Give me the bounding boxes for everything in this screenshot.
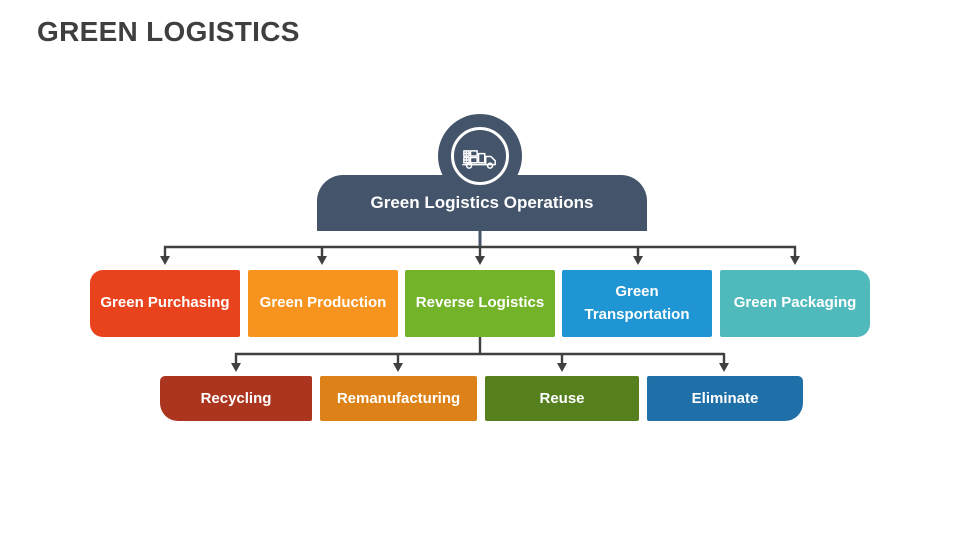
- node-label: Remanufacturing: [336, 390, 461, 407]
- node-label: Green Packaging: [733, 294, 857, 312]
- node-green-packaging: Green Packaging: [720, 270, 870, 337]
- node-green-purchasing: Green Purchasing: [90, 270, 240, 337]
- node-remanufacturing: Remanufacturing: [320, 376, 477, 421]
- node-label: Eliminate: [691, 390, 759, 407]
- node-reuse: Reuse: [485, 376, 639, 421]
- node-green-production: Green Production: [248, 270, 398, 337]
- node-green-transportation: Green Transportation: [562, 270, 712, 337]
- node-label: Green Transportation: [584, 283, 690, 323]
- root-badge-ring: [451, 127, 509, 185]
- node-reverse-logistics: Reverse Logistics: [405, 270, 555, 337]
- root-node-label: Green Logistics Operations: [370, 193, 594, 212]
- node-eliminate: Eliminate: [647, 376, 803, 421]
- node-label: Reuse: [539, 390, 585, 407]
- delivery-truck-icon: [462, 150, 496, 169]
- node-label: Green Production: [259, 294, 387, 312]
- node-label: Recycling: [200, 390, 272, 407]
- node-label: Reverse Logistics: [415, 294, 545, 312]
- node-label: Green Purchasing: [100, 294, 230, 312]
- node-recycling: Recycling: [160, 376, 312, 421]
- slide-title: GREEN LOGISTICS: [37, 16, 300, 47]
